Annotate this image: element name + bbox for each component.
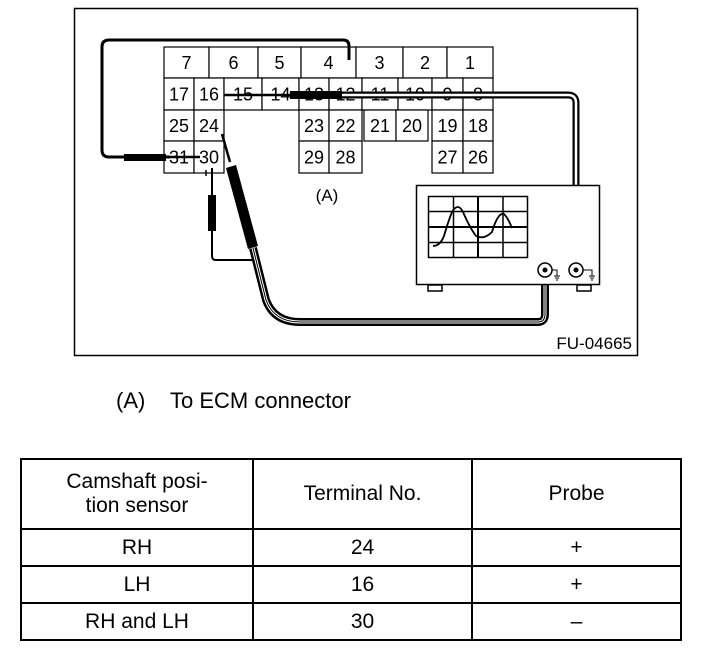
- terminal-28: [328, 140, 363, 174]
- terminal-table: Camshaft posi-tion sensor Terminal No. P…: [20, 458, 682, 641]
- connector-group-1-label: 1: [465, 53, 475, 73]
- connector-group-4: [300, 46, 357, 79]
- header-sensor: Camshaft posi-tion sensor: [20, 458, 254, 530]
- terminal-23: [298, 109, 330, 142]
- ground-lead-wire: [100, 38, 351, 159]
- scope-screen: [427, 195, 529, 259]
- cell-sensor: LH: [20, 565, 254, 604]
- terminal-16: [193, 77, 225, 111]
- terminal-16-label: 16: [199, 85, 219, 105]
- connector-callout: (A): [316, 186, 339, 205]
- connector-group-2: [402, 46, 448, 79]
- terminal-27: [431, 140, 464, 174]
- terminal-20-label: 20: [402, 116, 422, 136]
- ground-probe-body: [124, 154, 166, 161]
- cell-sensor: RH: [20, 528, 254, 567]
- table-row: RH 24 +: [20, 528, 682, 567]
- oscilloscope: [415, 184, 601, 292]
- ground-clip: [208, 195, 216, 231]
- table-row: LH 16 +: [20, 565, 682, 604]
- cell-terminal: 24: [252, 528, 473, 567]
- lh-probe-body: [290, 91, 342, 99]
- cell-probe: +: [471, 528, 682, 567]
- cell-sensor: RH and LH: [20, 602, 254, 641]
- ecm-connector: 7654321171615141312111098252423222120191…: [163, 46, 494, 174]
- caption-text: To ECM connector: [170, 388, 351, 413]
- scope-foot-left: [427, 284, 443, 292]
- ground-clip-wire: [211, 168, 252, 261]
- connector-group-7-label: 7: [181, 53, 191, 73]
- terminal-23-label: 23: [304, 116, 324, 136]
- terminal-17-label: 17: [169, 85, 189, 105]
- terminal-27-label: 27: [437, 148, 457, 168]
- terminal-24-label: 24: [199, 116, 219, 136]
- terminal-18: [462, 109, 494, 142]
- terminal-22-label: 22: [335, 116, 355, 136]
- ground-symbol-1: [552, 269, 560, 281]
- connector-group-5-label: 5: [274, 53, 284, 73]
- terminal-21-label: 21: [370, 116, 390, 136]
- terminal-26: [462, 140, 494, 174]
- waveform-trace: [432, 206, 513, 247]
- header-terminal: Terminal No.: [252, 458, 473, 530]
- connector-group-6-label: 6: [228, 53, 238, 73]
- connector-group-2-label: 2: [420, 53, 430, 73]
- terminal-28-label: 28: [335, 148, 355, 168]
- connector-group-1: [446, 46, 494, 79]
- wiring-diagram: 7654321171615141312111098252423222120191…: [73, 7, 639, 357]
- cell-terminal: 30: [252, 602, 473, 641]
- terminal-18-label: 18: [468, 116, 488, 136]
- figure-frame: [73, 7, 639, 357]
- connector-group-4-label: 4: [323, 53, 333, 73]
- cell-terminal: 16: [252, 565, 473, 604]
- terminal-29-label: 29: [304, 148, 324, 168]
- terminal-19-label: 19: [437, 116, 457, 136]
- caption: (A) To ECM connector: [116, 388, 351, 414]
- figure-id: FU-04665: [556, 334, 632, 353]
- terminal-17: [163, 77, 195, 111]
- ground-symbol-2: [583, 269, 595, 281]
- caption-label: (A): [116, 388, 146, 413]
- terminal-25-label: 25: [169, 116, 189, 136]
- header-probe: Probe: [471, 458, 682, 530]
- rh-probe-tip: [220, 133, 232, 163]
- rh-probe-body: [226, 165, 258, 249]
- cell-probe: +: [471, 565, 682, 604]
- terminal-24: [193, 109, 225, 142]
- table-row: RH and LH 30 –: [20, 602, 682, 641]
- terminal-26-label: 26: [468, 148, 488, 168]
- scope-foot-right: [576, 284, 592, 292]
- terminal-30-label: 30: [199, 148, 219, 168]
- terminal-29: [298, 140, 330, 174]
- table-header-row: Camshaft posi-tion sensor Terminal No. P…: [20, 458, 682, 530]
- cell-probe: –: [471, 602, 682, 641]
- terminal-20: [395, 109, 429, 142]
- connector-group-3-label: 3: [374, 53, 384, 73]
